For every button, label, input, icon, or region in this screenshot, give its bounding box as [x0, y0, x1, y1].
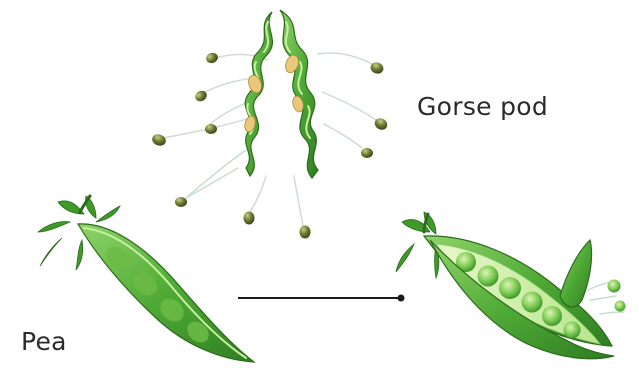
gorse-seed [205, 124, 217, 134]
gorse-valve-right [280, 10, 318, 178]
gorse-seed [205, 51, 220, 65]
pea-pod-body [78, 224, 254, 362]
pea-label: Pea [21, 327, 67, 356]
pea [542, 306, 562, 326]
flying-pea [608, 280, 621, 293]
gorse-seed [373, 116, 390, 132]
gorse-pod-label: Gorse pod [417, 92, 548, 121]
pea-pod-closed-illustration [38, 196, 254, 362]
seed-motion-trails [163, 53, 376, 226]
open-pea-curled-tip [560, 240, 592, 307]
pointer-line [238, 295, 405, 302]
pointer-dot [398, 295, 405, 302]
gorse-seed [300, 226, 311, 239]
pea [499, 277, 521, 299]
pea [564, 322, 581, 339]
gorse-seed [244, 212, 255, 225]
pea-pod-open-illustration [396, 212, 626, 359]
gorse-pod-illustration [151, 10, 390, 239]
gorse-seed [369, 61, 385, 76]
flying-pea [615, 301, 626, 312]
gorse-seed [175, 197, 187, 207]
gorse-seed [151, 132, 168, 147]
pea [478, 266, 499, 287]
pea [522, 292, 543, 313]
gorse-seeds [151, 51, 390, 238]
gorse-seed [361, 148, 373, 158]
